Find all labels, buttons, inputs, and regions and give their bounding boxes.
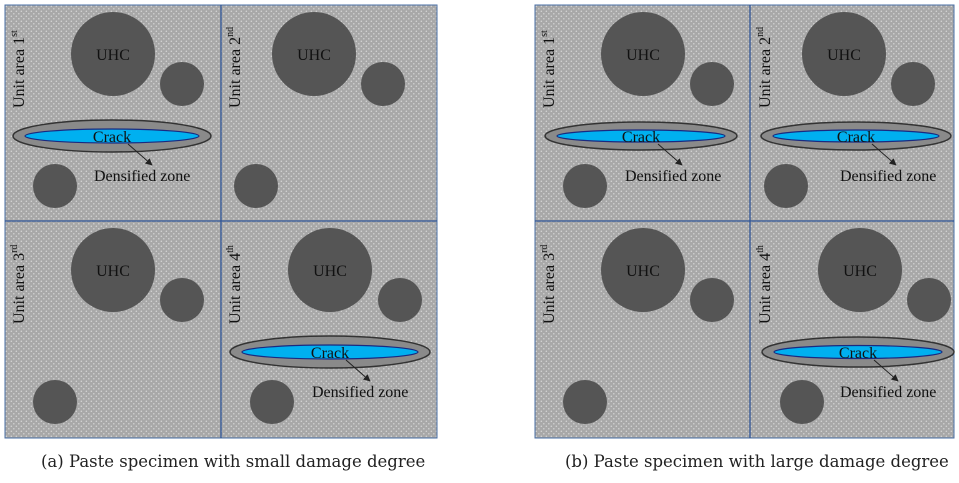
- panel-b-unit-4: UHC Crack Densified zone Unit area 4th: [755, 228, 955, 424]
- uhc-particle: [802, 12, 886, 96]
- particle: [891, 62, 935, 106]
- uhc-particle: [818, 228, 902, 312]
- crack: [556, 129, 726, 143]
- particle: [234, 164, 278, 208]
- densified-zone-label: Densified zone: [312, 384, 408, 401]
- crack: [24, 128, 200, 144]
- crack-label: Crack: [839, 345, 877, 362]
- densified-zone-label: Densified zone: [840, 384, 936, 401]
- uhc-particle: [71, 12, 155, 96]
- uhc-label: UHC: [626, 47, 660, 64]
- densified-zone-label: Densified zone: [840, 168, 936, 185]
- particle: [764, 164, 808, 208]
- particle: [690, 62, 734, 106]
- panel-a-unit-1: UHC Crack Densified zone Unit area 1st: [9, 12, 212, 208]
- panel-a-unit-2: UHC Unit area 2nd: [225, 12, 405, 208]
- uhc-label: UHC: [626, 263, 660, 280]
- unit-area-label: Unit area 1st: [9, 30, 28, 108]
- pointer-arrow: [871, 143, 897, 166]
- unit-area-label: Unit area 4th: [225, 245, 244, 324]
- pointer-arrow: [873, 359, 899, 382]
- particle: [33, 164, 77, 208]
- particle: [690, 278, 734, 322]
- uhc-particle: [601, 12, 685, 96]
- crack-label: Crack: [93, 129, 131, 146]
- uhc-label: UHC: [313, 263, 347, 280]
- particle: [563, 164, 607, 208]
- uhc-label: UHC: [827, 47, 861, 64]
- panel-b-unit-1: UHC Crack Densified zone Unit area 1st: [539, 12, 738, 208]
- uhc-label: UHC: [96, 263, 130, 280]
- unit-area-label: Unit area 1st: [539, 30, 558, 108]
- particle: [378, 278, 422, 322]
- unit-area-label: Unit area 2nd: [225, 27, 244, 108]
- crack: [772, 129, 940, 143]
- unit-area-label: Unit area 3rd: [539, 245, 558, 324]
- caption-a: (a) Paste specimen with small damage deg…: [41, 452, 426, 471]
- uhc-label: UHC: [96, 47, 130, 64]
- crack-label: Crack: [311, 345, 349, 362]
- particle: [563, 380, 607, 424]
- crack-label: Crack: [622, 129, 660, 146]
- unit-area-label: Unit area 4th: [755, 245, 774, 324]
- uhc-particle: [272, 12, 356, 96]
- pointer-arrow: [657, 143, 683, 166]
- pointer-arrow: [127, 143, 153, 166]
- uhc-particle: [601, 228, 685, 312]
- uhc-particle: [71, 228, 155, 312]
- panel-b: UHC Crack Densified zone Unit area 1st U…: [534, 4, 955, 439]
- crack: [773, 344, 943, 360]
- caption-b: (b) Paste specimen with large damage deg…: [565, 452, 949, 471]
- uhc-label: UHC: [297, 47, 331, 64]
- particle: [160, 278, 204, 322]
- densified-zone-label: Densified zone: [625, 168, 721, 185]
- uhc-particle: [288, 228, 372, 312]
- particle: [160, 62, 204, 106]
- particle: [361, 62, 405, 106]
- crack: [241, 344, 419, 360]
- panel-b-unit-2: UHC Crack Densified zone Unit area 2nd: [755, 12, 952, 208]
- panel-a-unit-4: UHC Crack Densified zone Unit area 4th: [225, 228, 431, 424]
- particle: [250, 380, 294, 424]
- pointer-arrow: [345, 359, 371, 382]
- uhc-label: UHC: [843, 263, 877, 280]
- densified-zone-label: Densified zone: [94, 168, 190, 185]
- particle: [907, 278, 951, 322]
- particle: [33, 380, 77, 424]
- crack-label: Crack: [837, 129, 875, 146]
- panel-b-unit-3: UHC Unit area 3rd: [539, 228, 734, 424]
- unit-area-label: Unit area 3rd: [9, 245, 28, 324]
- particle: [780, 380, 824, 424]
- panel-a-unit-3: UHC Unit area 3rd: [9, 228, 204, 424]
- unit-area-label: Unit area 2nd: [755, 27, 774, 108]
- panel-a: UHC Crack Densified zone Unit area 1st U…: [4, 4, 438, 439]
